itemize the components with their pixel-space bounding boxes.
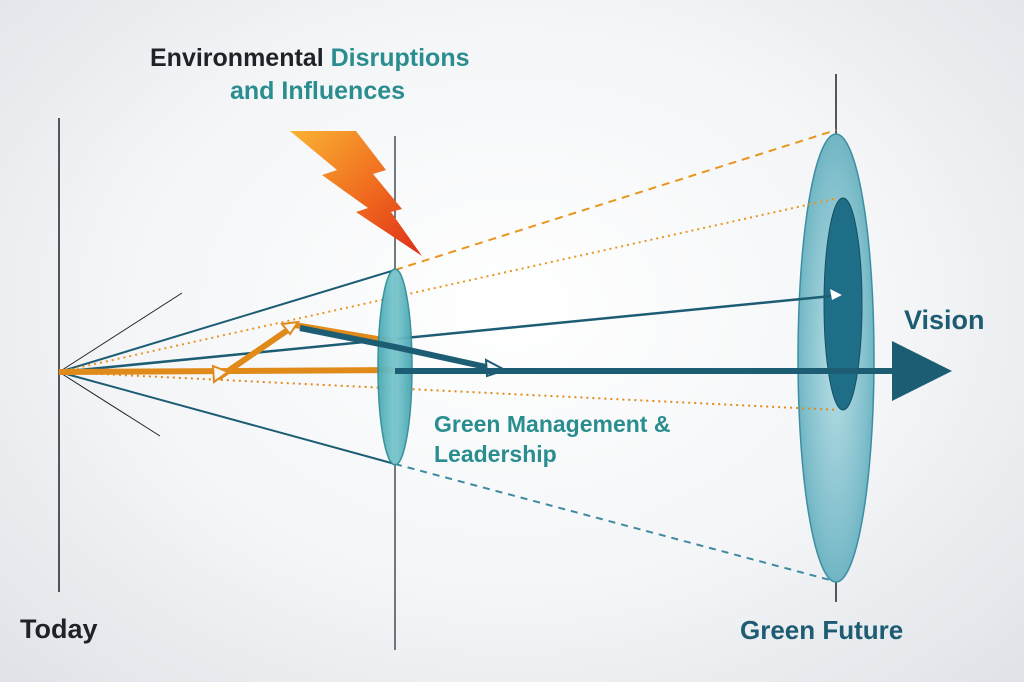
vision-inner-ellipse	[823, 197, 863, 411]
origin-spread-line-upper	[58, 292, 183, 373]
green-management-line2: Leadership	[434, 440, 557, 467]
today-label: Today	[20, 614, 98, 644]
green-management-line1: Green Management &	[434, 411, 671, 437]
green-management-label: Green Management & Leadership	[434, 410, 734, 470]
vision-target-arrowhead	[830, 289, 842, 300]
disruptions-word: Disruptions	[330, 44, 470, 72]
vision-target-line	[58, 293, 843, 374]
vision-label: Vision	[904, 305, 985, 335]
influences-line: and Influences	[230, 76, 406, 105]
cone-line-teal-upper	[58, 269, 396, 373]
orange-zigzag-arrowhead-2	[280, 320, 301, 336]
lightning-bolt-icon	[290, 131, 422, 256]
environmental-disruptions-label: Environmental Disruptions and Influences	[150, 42, 570, 107]
orange-dotted-lower	[58, 371, 839, 411]
orange-dashed-upper	[394, 129, 837, 271]
cone-line-teal-lower	[58, 371, 396, 465]
orange-zigzag-arrowhead-1	[211, 364, 231, 384]
environmental-word: Environmental	[150, 44, 324, 72]
green-management-lens	[377, 268, 413, 466]
teal-deflected-path	[299, 325, 501, 373]
cone-line-teal-dashed-lower	[394, 463, 831, 581]
origin-spread-line-lower	[58, 371, 161, 437]
green-future-label: Green Future	[740, 615, 904, 645]
orange-dotted-upper	[58, 197, 839, 373]
